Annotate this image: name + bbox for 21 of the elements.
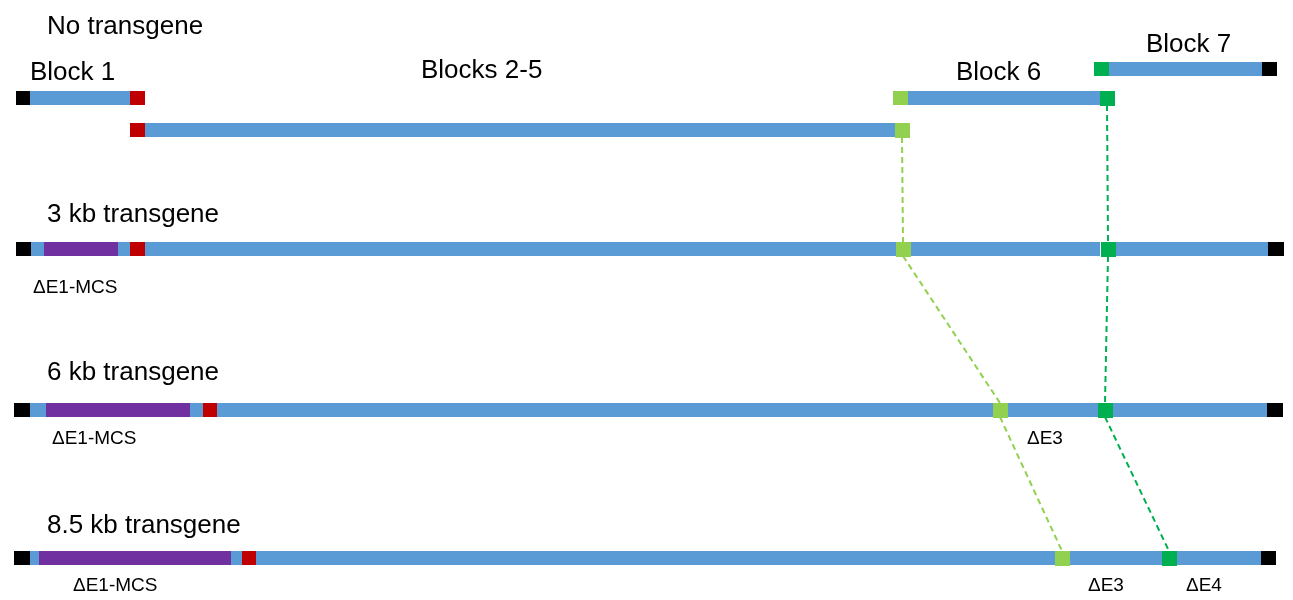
region-label: ΔE3 — [1088, 575, 1124, 594]
connector-line — [1104, 416, 1170, 552]
region-label: ΔE1-MCS — [52, 428, 137, 447]
region-label: ΔE3 — [1027, 428, 1063, 447]
row-title: 6 kb transgene — [47, 358, 219, 384]
row-title: No transgene — [47, 12, 204, 38]
marker-square — [1100, 242, 1116, 257]
connector-line — [999, 416, 1063, 552]
block-label: Block 6 — [956, 58, 1042, 84]
block-label: Blocks 2-5 — [421, 56, 543, 82]
block-label: Block 7 — [1146, 30, 1232, 56]
region-label: ΔE1-MCS — [73, 575, 158, 594]
connector-line — [902, 255, 1001, 404]
connector-line — [1104, 255, 1109, 404]
row-title: 8.5 kb transgene — [47, 511, 241, 537]
region-label: ΔE1-MCS — [33, 277, 118, 296]
connector-line — [901, 136, 904, 243]
row-title: 3 kb transgene — [47, 200, 219, 226]
block-label: Block 1 — [30, 58, 116, 84]
region-label: ΔE4 — [1186, 575, 1222, 594]
connector-line — [1106, 104, 1109, 243]
